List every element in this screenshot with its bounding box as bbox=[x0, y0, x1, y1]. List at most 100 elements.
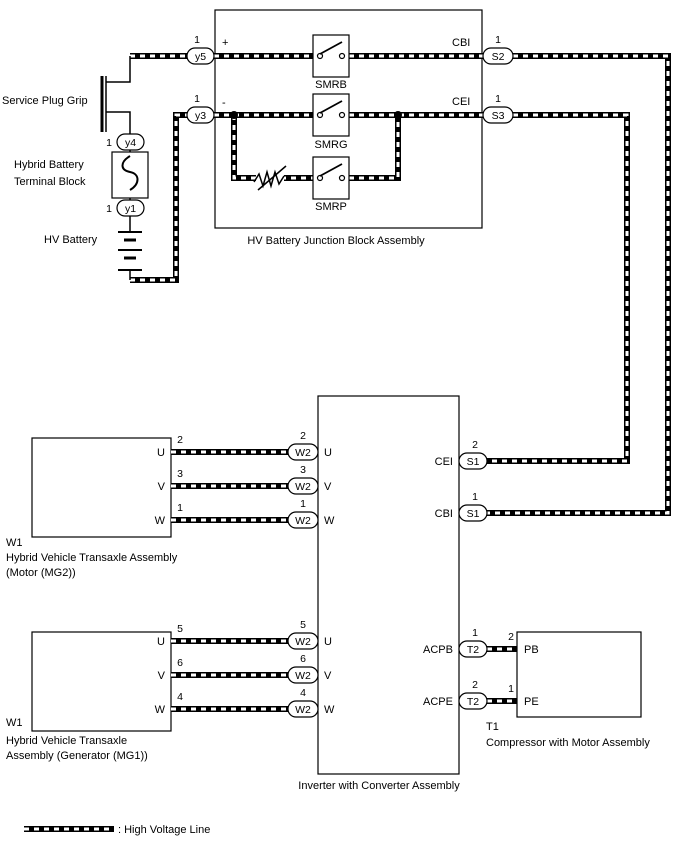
svg-text:T2: T2 bbox=[467, 644, 479, 656]
connector-s2: S2 1 bbox=[482, 34, 514, 65]
svg-text:W2: W2 bbox=[295, 636, 311, 648]
jb-cbi-label: CBI bbox=[452, 37, 470, 49]
svg-text:1: 1 bbox=[300, 498, 306, 510]
connector-s3: S3 1 bbox=[482, 93, 514, 124]
svg-text:1: 1 bbox=[472, 491, 478, 503]
legend-label: : High Voltage Line bbox=[118, 824, 210, 836]
mg2-u-pin: 2 bbox=[177, 434, 183, 446]
svg-text:1: 1 bbox=[495, 93, 501, 105]
svg-text:S1: S1 bbox=[467, 456, 480, 468]
inverter-cbi-label: CBI bbox=[435, 508, 453, 520]
svg-text:1: 1 bbox=[495, 34, 501, 46]
smrb-label: SMRB bbox=[315, 79, 347, 91]
svg-text:y1: y1 bbox=[125, 203, 136, 215]
compressor-name: Compressor with Motor Assembly bbox=[486, 737, 650, 749]
connector-w2-mg1-v: W2 6 bbox=[287, 653, 319, 684]
compressor-pb-label: PB bbox=[524, 644, 539, 656]
mg1-w-pin: 4 bbox=[177, 691, 183, 703]
inverter-acpb-label: ACPB bbox=[423, 644, 453, 656]
inverter-acpe-label: ACPE bbox=[423, 696, 453, 708]
mg2-v-pin: 3 bbox=[177, 468, 183, 480]
mg2-w-label: W bbox=[155, 515, 166, 527]
connector-w2-mg1-w: W2 4 bbox=[287, 687, 319, 718]
inverter-mg2-w: W bbox=[324, 515, 335, 527]
svg-text:S1: S1 bbox=[467, 508, 480, 520]
compressor-pb-pin: 2 bbox=[508, 631, 514, 643]
mg2-u-label: U bbox=[157, 447, 165, 459]
svg-text:4: 4 bbox=[300, 687, 306, 699]
svg-text:y4: y4 bbox=[125, 137, 136, 149]
mg1-v-pin: 6 bbox=[177, 657, 183, 669]
connector-w2-mg1-u: W2 5 bbox=[287, 619, 319, 650]
svg-text:W2: W2 bbox=[295, 515, 311, 527]
plus-sign: + bbox=[222, 37, 228, 49]
svg-text:6: 6 bbox=[300, 653, 306, 665]
connector-y1: y1 1 bbox=[106, 199, 145, 217]
compressor-code: T1 bbox=[486, 721, 499, 733]
svg-text:W2: W2 bbox=[295, 447, 311, 459]
mg1-u-label: U bbox=[157, 636, 165, 648]
mg2-w-pin: 1 bbox=[177, 502, 183, 514]
relay-smrp-icon bbox=[312, 156, 350, 200]
svg-text:W2: W2 bbox=[295, 670, 311, 682]
inverter-box bbox=[317, 395, 460, 775]
relay-smrg-icon bbox=[312, 93, 350, 137]
jb-cei-label: CEI bbox=[452, 96, 470, 108]
svg-text:2: 2 bbox=[472, 679, 478, 691]
svg-text:1: 1 bbox=[194, 93, 200, 105]
service-plug-grip-label: Service Plug Grip bbox=[2, 95, 88, 107]
terminal-block-label-line1: Hybrid Battery bbox=[14, 159, 84, 171]
svg-text:W2: W2 bbox=[295, 481, 311, 493]
relay-smrb-icon bbox=[312, 34, 350, 78]
compressor-box bbox=[516, 631, 642, 718]
svg-text:5: 5 bbox=[300, 619, 306, 631]
mg2-box bbox=[31, 437, 172, 538]
svg-text:1: 1 bbox=[472, 627, 478, 639]
mg1-name-line1: Hybrid Vehicle Transaxle bbox=[6, 735, 127, 747]
mg1-box bbox=[31, 631, 172, 732]
minus-sign: - bbox=[222, 97, 226, 109]
inverter-mg1-v: V bbox=[324, 670, 332, 682]
inverter-mg1-u: U bbox=[324, 636, 332, 648]
mg1-code: W1 bbox=[6, 717, 23, 729]
hv-battery-icon bbox=[118, 231, 142, 271]
junction-dot bbox=[230, 111, 238, 119]
svg-text:S3: S3 bbox=[492, 110, 505, 122]
connector-w2-mg2-u: W2 2 bbox=[287, 430, 319, 461]
inverter-cei-label: CEI bbox=[435, 456, 453, 468]
svg-text:S2: S2 bbox=[492, 51, 505, 63]
terminal-block-fuse-icon bbox=[111, 151, 149, 199]
connector-y3: y3 1 bbox=[186, 93, 215, 124]
junction-dot bbox=[394, 111, 402, 119]
smrg-label: SMRG bbox=[315, 139, 348, 151]
mg1-name-line2: Assembly (Generator (MG1)) bbox=[6, 750, 148, 762]
svg-text:y5: y5 bbox=[195, 51, 206, 63]
svg-text:1: 1 bbox=[106, 203, 112, 215]
svg-text:W2: W2 bbox=[295, 704, 311, 716]
hv-battery-label: HV Battery bbox=[44, 234, 98, 246]
connector-y5: y5 1 bbox=[186, 34, 215, 65]
connector-y4: y4 1 bbox=[106, 133, 145, 151]
mg2-v-label: V bbox=[158, 481, 166, 493]
svg-text:1: 1 bbox=[194, 34, 200, 46]
inverter-mg2-v: V bbox=[324, 481, 332, 493]
high-voltage-lines bbox=[130, 53, 671, 712]
inverter-mg1-w: W bbox=[324, 704, 335, 716]
mg1-u-pin: 5 bbox=[177, 623, 183, 635]
connector-t2-acpe: T2 2 bbox=[458, 679, 488, 710]
mg1-v-label: V bbox=[158, 670, 166, 682]
mg2-name-line1: Hybrid Vehicle Transaxle Assembly bbox=[6, 552, 178, 564]
smrp-label: SMRP bbox=[315, 201, 347, 213]
inverter-mg2-u: U bbox=[324, 447, 332, 459]
legend: : High Voltage Line bbox=[24, 824, 210, 836]
svg-text:2: 2 bbox=[300, 430, 306, 442]
svg-text:2: 2 bbox=[472, 439, 478, 451]
svg-text:3: 3 bbox=[300, 464, 306, 476]
mg2-code: W1 bbox=[6, 537, 23, 549]
precharge-resistor-icon bbox=[253, 165, 287, 191]
svg-text:T2: T2 bbox=[467, 696, 479, 708]
connector-w2-mg2-v: W2 3 bbox=[287, 464, 319, 495]
junction-block-title: HV Battery Junction Block Assembly bbox=[247, 235, 425, 247]
inverter-title: Inverter with Converter Assembly bbox=[298, 780, 460, 792]
